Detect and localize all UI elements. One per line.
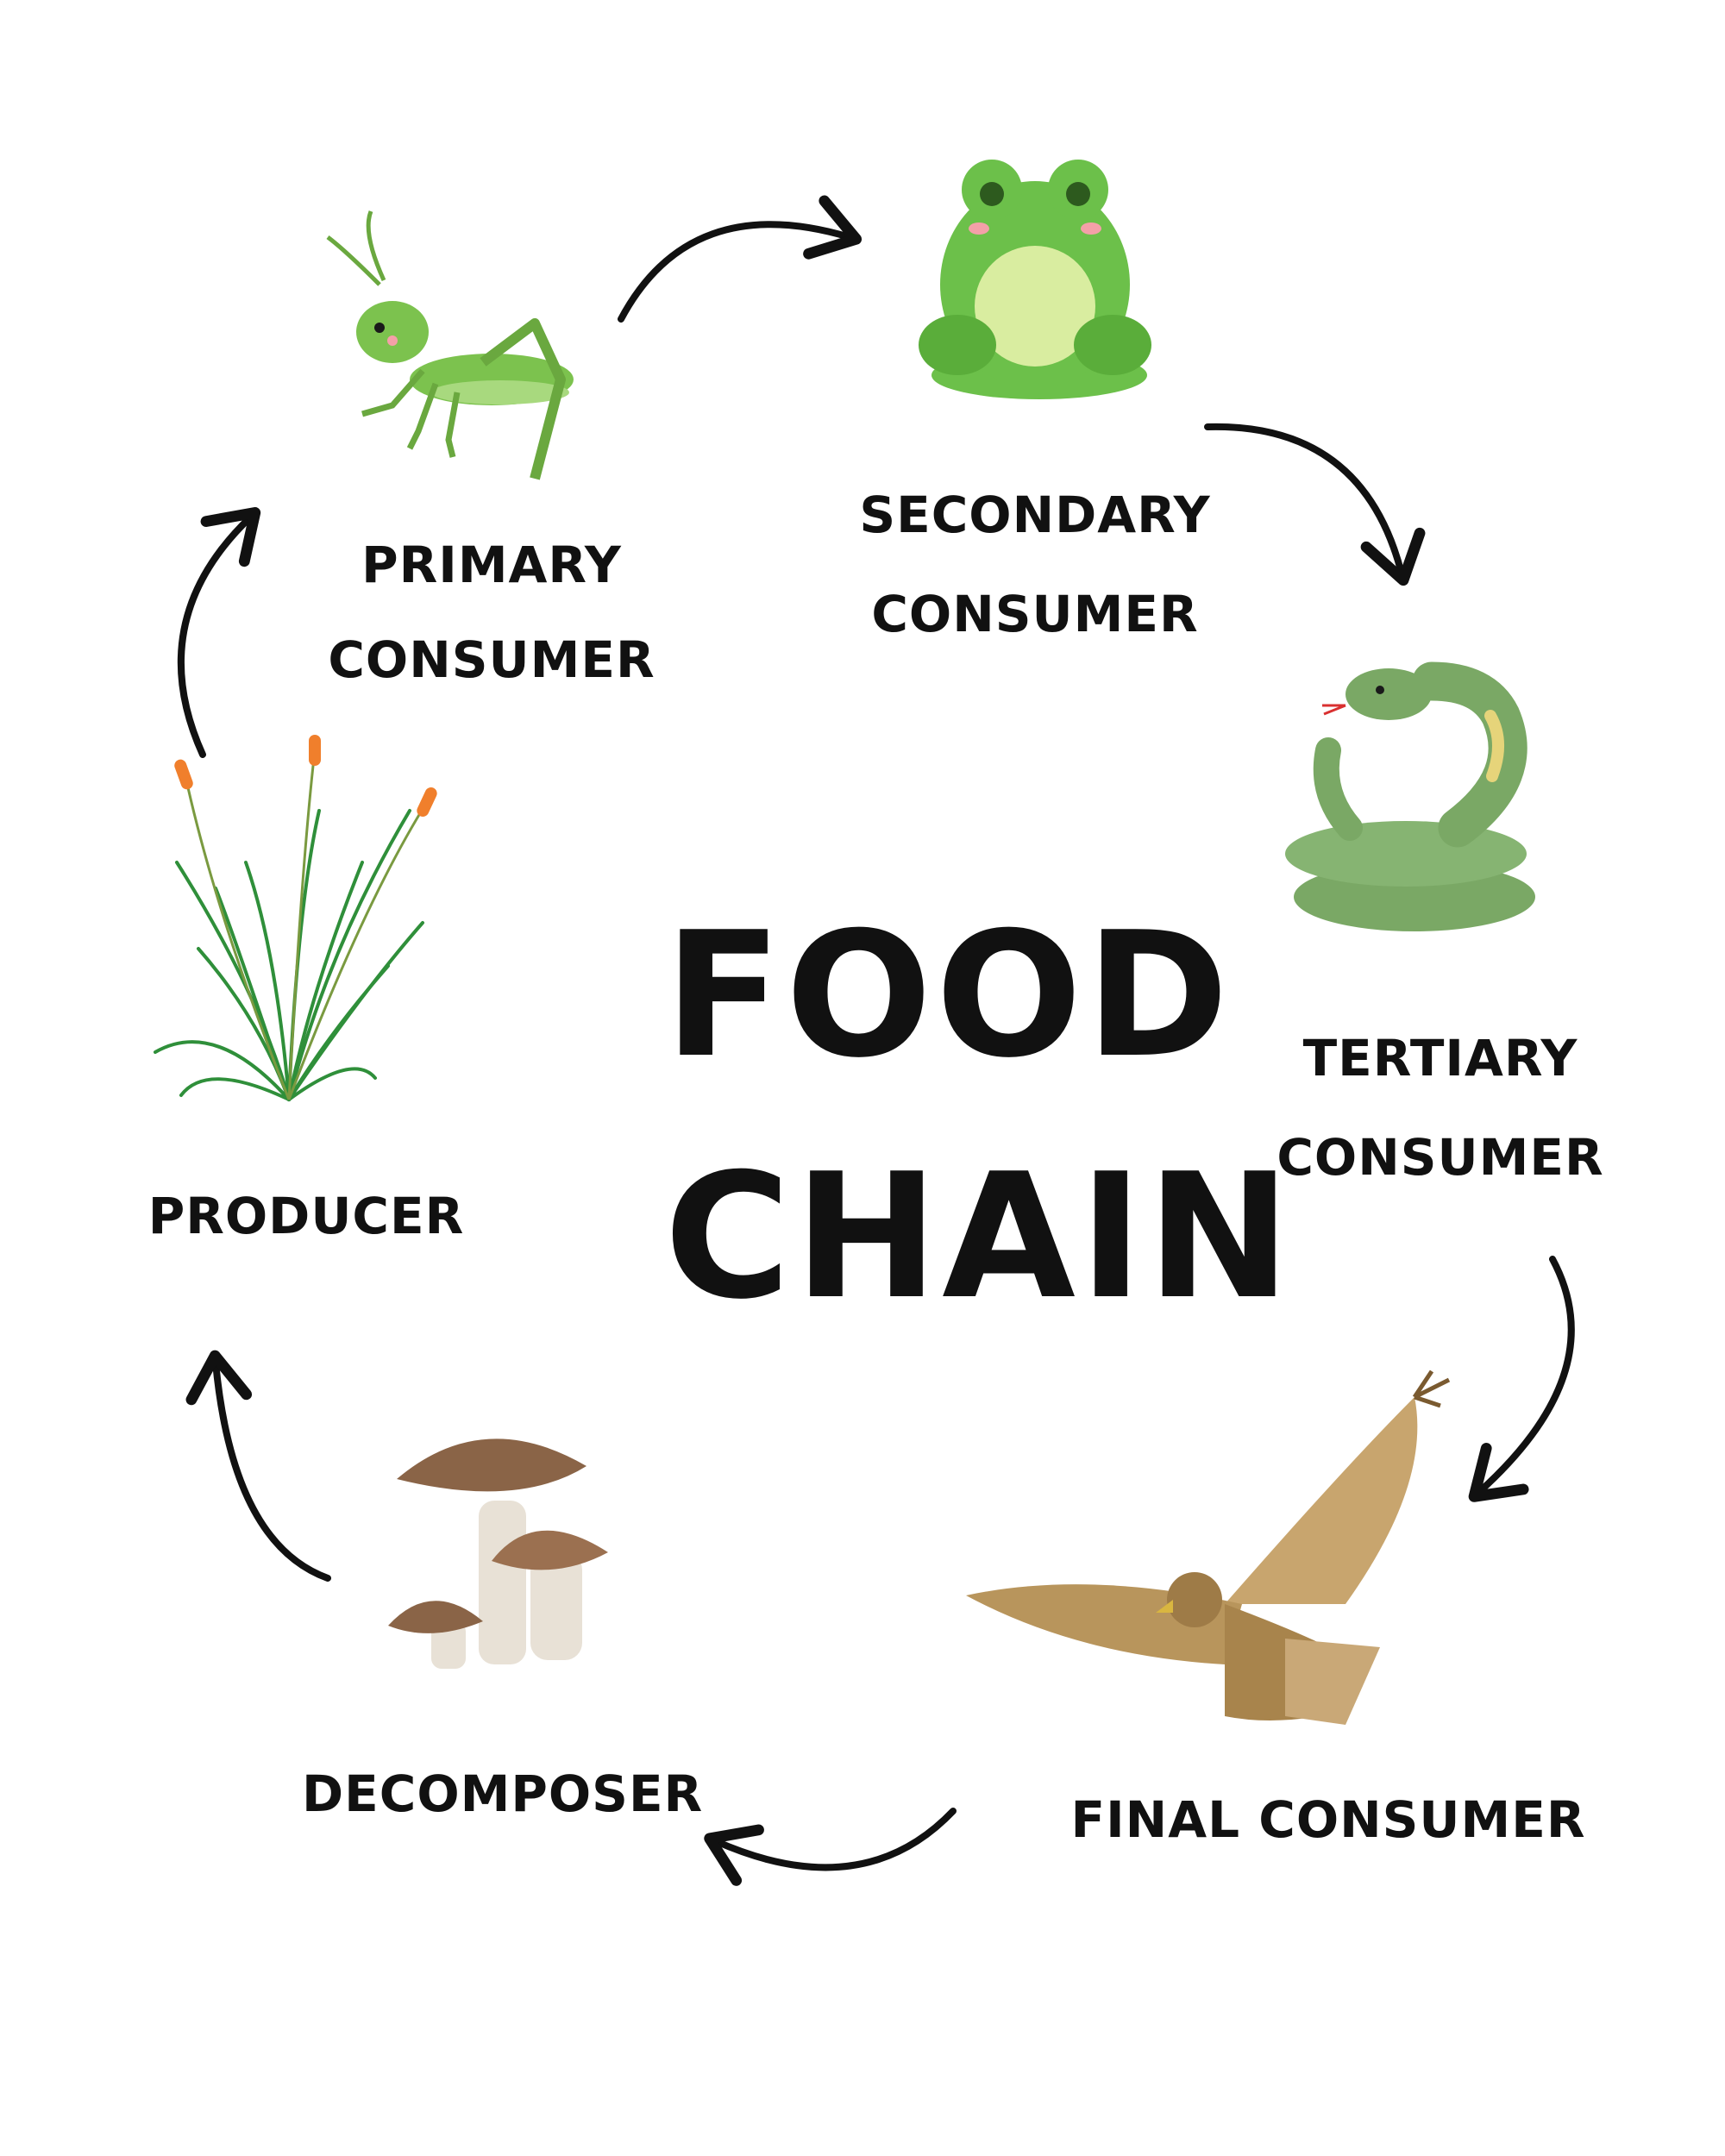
title-line-chain: CHAIN [664, 1137, 1295, 1338]
label-primary-line2: CONSUMER [328, 630, 656, 689]
label-final-consumer: FINAL CONSUMER [1061, 1785, 1596, 1854]
label-final-line1: FINAL CONSUMER [1070, 1790, 1586, 1849]
arrow-primary-to-secondary [618, 195, 862, 323]
label-secondary-line1: SECONDARY [859, 486, 1211, 544]
frog-icon [919, 160, 1151, 399]
hawk-icon [966, 1369, 1451, 1725]
title-line-food: FOOD [664, 895, 1233, 1096]
label-tertiary-line1: TERTIARY [1302, 1029, 1578, 1087]
grass-icon [154, 735, 437, 1101]
label-secondary-line2: CONSUMER [871, 585, 1199, 643]
arrow-secondary-to-tertiary [1204, 423, 1426, 586]
label-producer: PRODUCER [147, 1181, 466, 1250]
arrow-final-to-decomposer [704, 1808, 957, 1886]
arrow-producer-to-primary [178, 507, 261, 758]
label-decomposer-line1: DECOMPOSER [302, 1764, 704, 1823]
label-tertiary-line2: CONSUMER [1276, 1128, 1604, 1187]
label-decomposer: DECOMPOSER [302, 1759, 704, 1828]
snake-icon [1285, 661, 1535, 931]
label-primary-line1: PRIMARY [361, 536, 622, 594]
mushroom-icon [388, 1438, 608, 1669]
arrow-tertiary-to-final [1468, 1256, 1575, 1502]
grasshopper-icon [326, 210, 574, 480]
label-secondary-consumer: SECONDARY CONSUMER [854, 466, 1216, 664]
label-producer-line1: PRODUCER [147, 1187, 465, 1245]
arrow-decomposer-to-producer [185, 1350, 331, 1582]
label-primary-consumer: PRIMARY CONSUMER [328, 517, 656, 707]
label-tertiary-consumer: TERTIARY CONSUMER [1276, 1009, 1604, 1207]
